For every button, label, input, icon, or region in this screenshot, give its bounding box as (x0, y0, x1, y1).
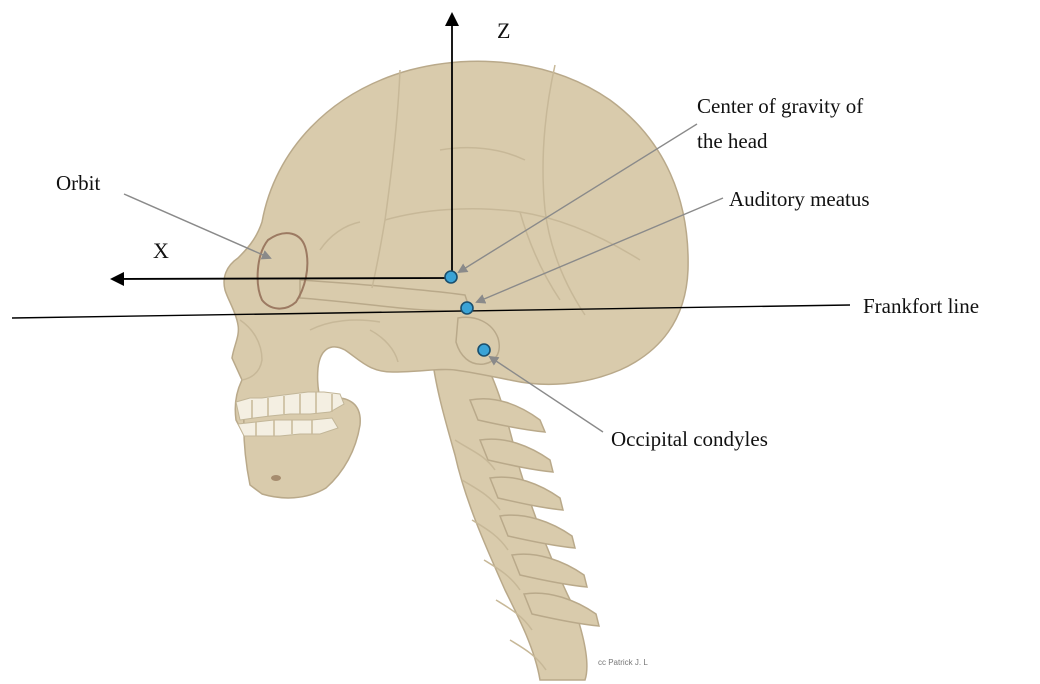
orbit-pointer (124, 194, 270, 258)
center-gravity-label-line1: Center of gravity of (697, 94, 863, 118)
z-axis-label: Z (497, 18, 510, 43)
x-axis (112, 278, 452, 279)
auditory-meatus-label: Auditory meatus (729, 187, 870, 211)
x-axis-label: X (153, 238, 169, 263)
center-of-gravity-point (445, 271, 457, 283)
image-credit: cc Patrick J. L (598, 658, 648, 667)
center-gravity-label-line2: the head (697, 129, 768, 153)
occipital-condyles-label: Occipital condyles (611, 427, 768, 451)
auditory-meatus-point (461, 302, 473, 314)
occipital-condyles-point (478, 344, 490, 356)
mental-foramen (271, 475, 281, 481)
orbit-label: Orbit (56, 171, 100, 195)
cervical-spine (432, 349, 599, 680)
frankfort-line-label: Frankfort line (863, 294, 979, 318)
